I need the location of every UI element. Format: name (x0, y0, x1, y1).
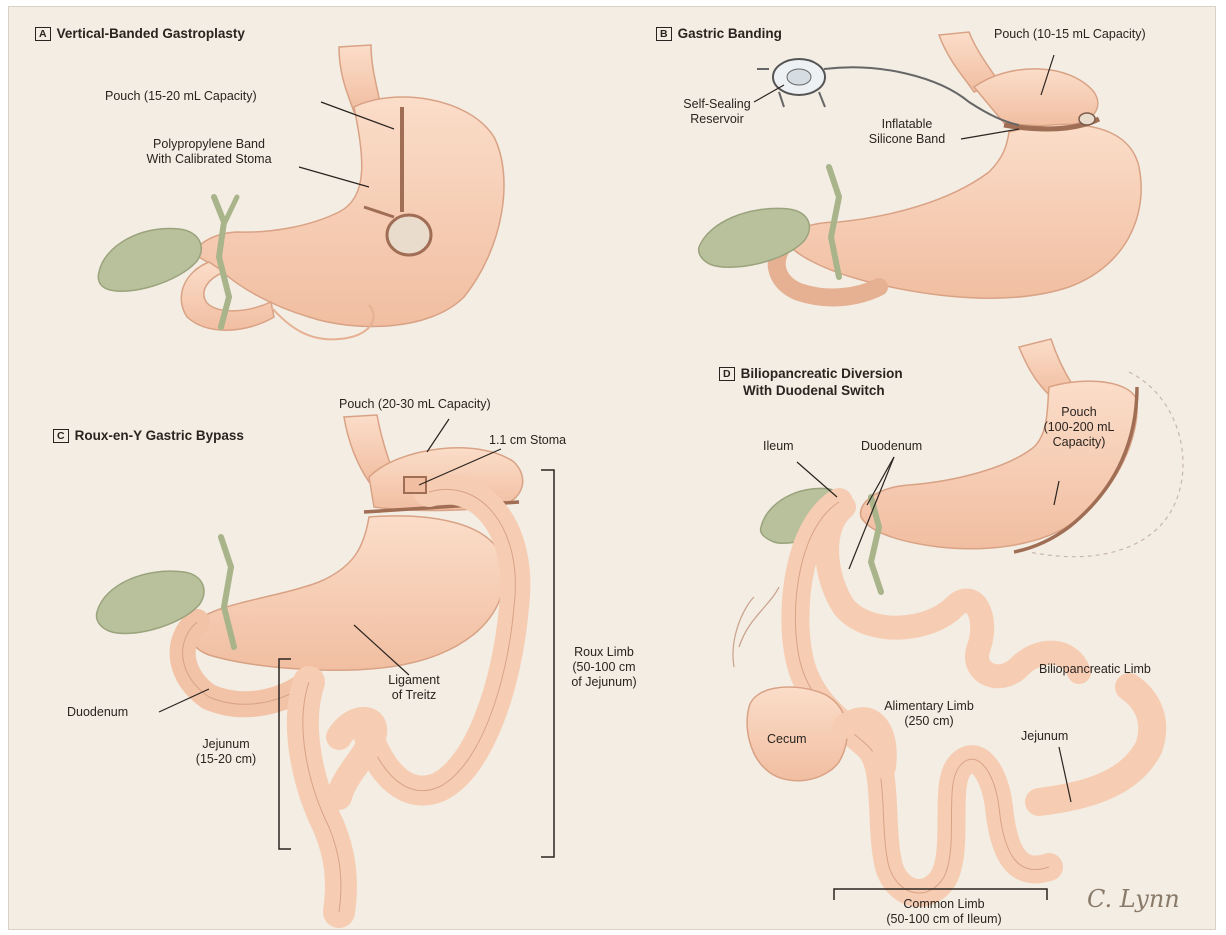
panel-b-reservoir (757, 59, 825, 107)
panel-d-common-line1: Common Limb (859, 897, 1029, 912)
artist-signature: C. Lynn (1087, 885, 1180, 913)
panel-d-pouch-line3: Capacity) (1029, 435, 1129, 450)
panel-b-anatomy (699, 32, 1142, 298)
panel-b-band-label: Inflatable Silicone Band (857, 117, 957, 147)
panel-b-gallbladder (699, 208, 810, 267)
panel-c-roux-line3: of Jejunum) (559, 675, 649, 690)
panel-d-mesentery-vessels (733, 587, 779, 667)
panel-c-pouch-label: Pouch (20-30 mL Capacity) (339, 397, 491, 412)
panel-d-biliopancreatic-limb-label: Biliopancreatic Limb (1039, 662, 1151, 677)
panel-a-stoma-band (387, 215, 431, 255)
panel-a-stomach (197, 97, 504, 327)
panel-b-pouch-label: Pouch (10-15 mL Capacity) (994, 27, 1146, 42)
leader-a-band (299, 167, 369, 187)
panel-d-pouch-line2: (100-200 mL (1029, 420, 1129, 435)
panel-c-anastomosis (339, 720, 374, 797)
panel-d-title-line1: Biliopancreatic Diversion (741, 366, 903, 381)
leader-c-pouch (427, 419, 449, 452)
panel-d-jejunum (1039, 687, 1152, 802)
panel-b-reservoir-line2: Reservoir (677, 112, 757, 127)
panel-d-title-line2: With Duodenal Switch (719, 382, 903, 399)
panel-a-band-label: Polypropylene Band With Calibrated Stoma (119, 137, 299, 167)
panel-d-pouch-line1: Pouch (1029, 405, 1129, 420)
panel-c-roux-line1: Roux Limb (559, 645, 649, 660)
panel-c-stoma-label: 1.1 cm Stoma (489, 433, 566, 448)
panel-c-stoma (404, 477, 426, 493)
panel-b-title: B Gastric Banding (656, 25, 782, 42)
panel-d-alimentary-line2: (250 cm) (869, 714, 989, 729)
panel-b-band-line1: Inflatable (857, 117, 957, 132)
illustration-frame: A Vertical-Banded Gastroplasty Pouch (15-… (8, 6, 1216, 930)
panel-a-band-line1: Polypropylene Band (119, 137, 299, 152)
panel-c-roux-line2: (50-100 cm (559, 660, 649, 675)
panel-c-ligament-label: Ligament of Treitz (374, 673, 454, 703)
panel-c-jejunum-label: Jejunum (15-20 cm) (181, 737, 271, 767)
panel-c-jejunum-line2: (15-20 cm) (181, 752, 271, 767)
panel-c-jejunum-line1: Jejunum (181, 737, 271, 752)
panel-c-ligament-line2: of Treitz (374, 688, 454, 703)
panel-b-reservoir-label: Self-Sealing Reservoir (677, 97, 757, 127)
panel-c-anatomy (97, 415, 555, 912)
panel-d-pouch-label: Pouch (100-200 mL Capacity) (1029, 405, 1129, 450)
panel-d-title: D Biliopancreatic Diversion With Duodenal… (719, 365, 903, 399)
panel-b-band-line2: Silicone Band (857, 132, 957, 147)
panel-d-alimentary-label: Alimentary Limb (250 cm) (869, 699, 989, 729)
panel-c-title: C Roux-en-Y Gastric Bypass (53, 427, 244, 444)
panel-d-jejunum-label: Jejunum (1021, 729, 1068, 744)
panel-b-stomach (788, 124, 1141, 298)
panel-d-common-line2: (50-100 cm of Ileum) (859, 912, 1029, 927)
panel-b-letter: B (656, 27, 672, 41)
panel-a-letter: A (35, 27, 51, 41)
panel-d-common-limb-label: Common Limb (50-100 cm of Ileum) (859, 897, 1029, 927)
panel-d-duodenum-label: Duodenum (861, 439, 922, 454)
panel-a-title: A Vertical-Banded Gastroplasty (35, 25, 245, 42)
panel-c-duodenum-label: Duodenum (67, 705, 128, 720)
panel-a-title-text: Vertical-Banded Gastroplasty (57, 26, 245, 41)
panel-d-alimentary-line1: Alimentary Limb (869, 699, 989, 714)
panel-a-band-line2: With Calibrated Stoma (119, 152, 299, 167)
panel-d-cecum-label: Cecum (767, 732, 807, 747)
panel-d-ileum-label: Ileum (763, 439, 794, 454)
panel-a-pouch-label: Pouch (15-20 mL Capacity) (105, 89, 257, 104)
panel-d-letter: D (719, 367, 735, 381)
panel-c-stomach (190, 516, 504, 670)
roux-limb-bracket (541, 470, 554, 857)
panel-c-letter: C (53, 429, 69, 443)
panel-b-title-text: Gastric Banding (678, 26, 782, 41)
panel-c-title-text: Roux-en-Y Gastric Bypass (75, 428, 244, 443)
panel-b-reservoir-line1: Self-Sealing (677, 97, 757, 112)
panel-c-roux-label: Roux Limb (50-100 cm of Jejunum) (559, 645, 649, 690)
panel-c-ligament-line1: Ligament (374, 673, 454, 688)
